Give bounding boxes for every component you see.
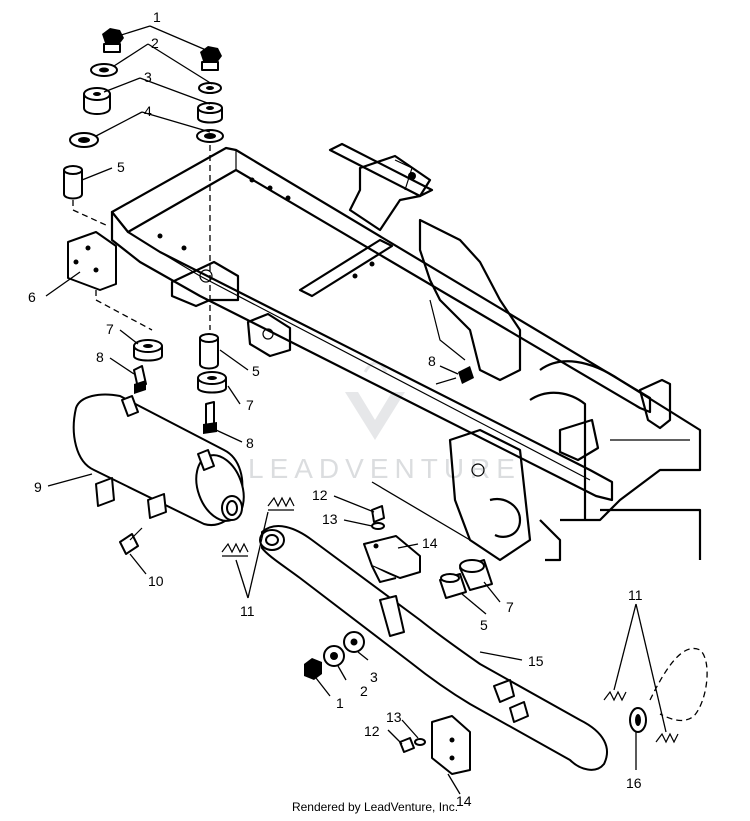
alignment-axis-left xyxy=(72,200,109,227)
callout-4: 4 xyxy=(144,103,152,119)
callout-12: 12 xyxy=(312,487,328,503)
bolt-12-lower xyxy=(399,737,415,753)
frame-assembly xyxy=(110,142,702,562)
callout-8: 8 xyxy=(246,435,254,451)
footer-credit: Rendered by LeadVenture, Inc. xyxy=(291,800,459,814)
callout-16: 16 xyxy=(626,775,642,791)
callout-10: 10 xyxy=(148,573,164,589)
callout-7: 7 xyxy=(506,599,514,615)
callout-2: 2 xyxy=(151,35,159,51)
nut-right-1 xyxy=(200,46,222,71)
bolt-8-center xyxy=(203,401,217,434)
spring-11-upper xyxy=(267,496,295,511)
exhaust-pipe-15 xyxy=(259,525,608,771)
mounting-plate-6 xyxy=(67,231,117,291)
hanger-14-lower xyxy=(431,715,471,775)
callout-3: 3 xyxy=(144,69,152,85)
bolt-8-left xyxy=(133,365,147,394)
callouts: 1 2 3 4 5 6 7 8 5 7 8 8 9 10 11 12 13 14… xyxy=(28,9,643,809)
grommet-7-left xyxy=(133,339,163,362)
washer-2-lower xyxy=(323,645,345,667)
spacer-5-right xyxy=(439,573,467,599)
spring-11-right-upper xyxy=(603,690,627,702)
callout-7: 7 xyxy=(106,321,114,337)
callout-11: 11 xyxy=(240,603,255,619)
callout-1: 1 xyxy=(153,9,161,25)
grommet-3-lower xyxy=(343,631,365,653)
callout-5: 5 xyxy=(252,363,260,379)
bolt-8-right xyxy=(435,366,474,385)
watermark-text: LEADVENTURE xyxy=(248,453,521,484)
callout-13: 13 xyxy=(322,511,338,527)
callout-5: 5 xyxy=(480,617,488,633)
spring-11-lower xyxy=(221,542,249,557)
callout-7: 7 xyxy=(246,397,254,413)
leader-lines xyxy=(45,25,667,795)
nut-1-lower xyxy=(304,658,322,680)
callout-8: 8 xyxy=(96,349,104,365)
bolt-10 xyxy=(119,527,143,555)
nut-left-1 xyxy=(102,28,124,53)
watermark-logo xyxy=(345,361,405,440)
callout-1: 1 xyxy=(336,695,344,711)
callout-8: 8 xyxy=(428,353,436,369)
spacer-5-center xyxy=(199,333,219,370)
gasket-16 xyxy=(629,707,647,733)
washer-13-upper xyxy=(371,522,385,530)
callout-13: 13 xyxy=(386,709,402,725)
callout-14: 14 xyxy=(422,535,438,551)
muffler-9 xyxy=(72,393,245,526)
callout-14: 14 xyxy=(456,793,472,809)
spring-11-right-lower xyxy=(655,732,679,744)
callout-5: 5 xyxy=(117,159,125,175)
bolt-12-upper xyxy=(371,505,385,523)
callout-2: 2 xyxy=(360,683,368,699)
grommet-7-center xyxy=(197,371,227,394)
engine-port-outline xyxy=(649,647,708,722)
callout-12: 12 xyxy=(364,723,380,739)
callout-11: 11 xyxy=(628,587,643,603)
hanger-14-upper xyxy=(363,535,421,583)
callout-15: 15 xyxy=(528,653,544,669)
alignment-axis-plate xyxy=(95,290,153,331)
callout-9: 9 xyxy=(34,479,42,495)
grommet-right-3 xyxy=(197,102,223,124)
spacer-left-5 xyxy=(63,165,83,200)
washer-13-lower xyxy=(414,738,426,746)
grommet-left-3 xyxy=(83,87,111,115)
callout-6: 6 xyxy=(28,289,36,305)
callout-3: 3 xyxy=(370,669,378,685)
